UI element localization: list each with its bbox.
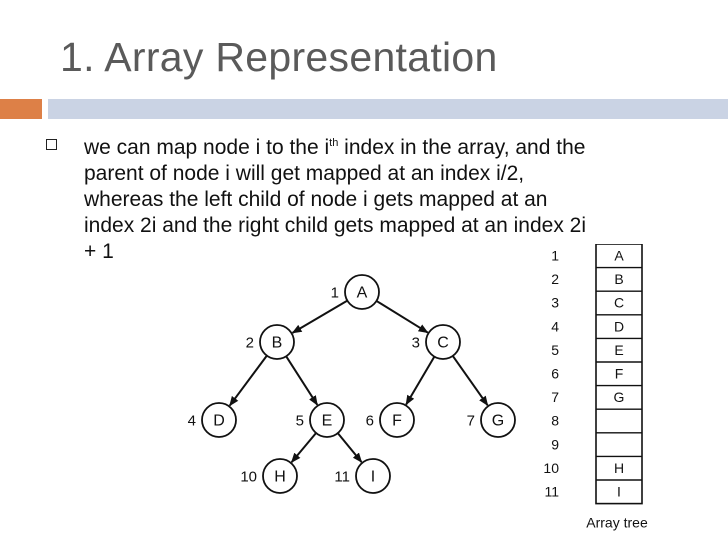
bullet-line-5: + 1 bbox=[84, 240, 114, 263]
tree-edge-E-H bbox=[290, 432, 317, 463]
tree-node-label: C bbox=[437, 335, 449, 352]
array-caption: Array tree bbox=[586, 515, 648, 531]
array-cell-3: C bbox=[614, 295, 624, 311]
bullet-superscript: th bbox=[329, 137, 339, 149]
tree-node-index: 7 bbox=[467, 413, 475, 430]
tree-node-A: A1 bbox=[331, 274, 380, 310]
tree-node-label: G bbox=[492, 413, 504, 430]
array-cell-10: H bbox=[614, 460, 624, 476]
tree-edge-A-B bbox=[291, 299, 348, 334]
tree-node-circle bbox=[379, 402, 415, 438]
tree-node-label: D bbox=[213, 413, 225, 430]
tree-node-D: D4 bbox=[188, 402, 237, 438]
tree-edge-C-F bbox=[405, 356, 436, 406]
title-accent-bar bbox=[0, 99, 42, 119]
array-cell-5: E bbox=[614, 342, 623, 358]
array-index-7: 7 bbox=[551, 389, 559, 405]
tree-node-circle bbox=[344, 274, 380, 310]
tree-node-label: B bbox=[272, 335, 283, 352]
bullet-line-3: whereas the left child of node i gets ma… bbox=[84, 188, 548, 211]
tree-node-I: I 11 bbox=[334, 458, 391, 494]
tree-edge-B-E bbox=[285, 355, 319, 406]
tree-node-E: E5 bbox=[296, 402, 345, 438]
array-index-8: 8 bbox=[551, 413, 559, 429]
title-rule-bar bbox=[48, 99, 728, 119]
array-cell-4: D bbox=[614, 318, 624, 334]
array-cell-11: I bbox=[617, 484, 621, 500]
tree-node-circle bbox=[309, 402, 345, 438]
tree-node-circle bbox=[262, 458, 298, 494]
tree-node-B: B2 bbox=[246, 324, 295, 360]
bullet-line-1-end: index in the array, and the bbox=[338, 136, 586, 159]
tree-node-index: 3 bbox=[412, 335, 420, 352]
tree-node-circle bbox=[355, 458, 391, 494]
array-box bbox=[595, 244, 643, 505]
array-index-9: 9 bbox=[551, 436, 559, 452]
tree-edge-A-C bbox=[375, 300, 429, 334]
tree-node-H: H 10 bbox=[240, 458, 298, 494]
bullet-line-1: we can map node i to the ith index in th… bbox=[84, 135, 585, 161]
tree-node-label: A bbox=[357, 285, 368, 302]
tree-node-index: 10 bbox=[240, 469, 257, 486]
tree-node-G: G7 bbox=[467, 402, 516, 438]
array-index-11: 11 bbox=[544, 484, 559, 500]
tree-edge-E-I bbox=[337, 432, 363, 463]
array-index-4: 4 bbox=[551, 318, 559, 334]
tree-edge-B-D bbox=[228, 355, 268, 407]
array-cell-7: G bbox=[614, 389, 625, 405]
tree-node-label: F bbox=[392, 413, 402, 430]
tree-node-circle bbox=[259, 324, 295, 360]
tree-edge-C-G bbox=[451, 355, 489, 407]
array-index-6: 6 bbox=[551, 366, 559, 382]
array-index-2: 2 bbox=[551, 271, 559, 287]
array-index-5: 5 bbox=[551, 342, 559, 358]
tree-node-C: C3 bbox=[412, 324, 461, 360]
tree-node-circle bbox=[425, 324, 461, 360]
tree-node-label: H bbox=[274, 469, 286, 486]
array-index-10: 10 bbox=[543, 460, 559, 476]
tree-node-label: I bbox=[371, 469, 375, 486]
tree-node-index: 5 bbox=[296, 413, 304, 430]
array-cell-1: A bbox=[614, 248, 624, 264]
array-tree-table: 1 A 2 B 3 C 4 D 5 E 6 F 7 G 8 9 10 H 11 I Array tree bbox=[543, 244, 648, 531]
tree-node-index: 11 bbox=[334, 469, 350, 486]
bullet-line-2: parent of node i will get mapped at an i… bbox=[84, 162, 525, 185]
bullet-line-4: index 2i and the right child gets mapped… bbox=[84, 214, 587, 237]
bullet-line-1-start: we can map node i to the i bbox=[84, 136, 330, 159]
square-bullet-icon bbox=[46, 139, 57, 150]
array-index-3: 3 bbox=[551, 295, 559, 311]
tree-node-index: 1 bbox=[331, 285, 339, 302]
array-cell-2: B bbox=[614, 271, 623, 287]
tree-node-F: F6 bbox=[366, 402, 415, 438]
array-index-1: 1 bbox=[551, 248, 559, 264]
slide-title: 1. Array Representation bbox=[60, 34, 498, 80]
tree-node-index: 2 bbox=[246, 335, 254, 352]
tree-node-index: 6 bbox=[366, 413, 374, 430]
array-cell-6: F bbox=[615, 366, 624, 382]
tree-node-label: E bbox=[322, 413, 333, 430]
tree-node-circle bbox=[480, 402, 516, 438]
tree-node-circle bbox=[201, 402, 237, 438]
tree-node-index: 4 bbox=[188, 413, 196, 430]
